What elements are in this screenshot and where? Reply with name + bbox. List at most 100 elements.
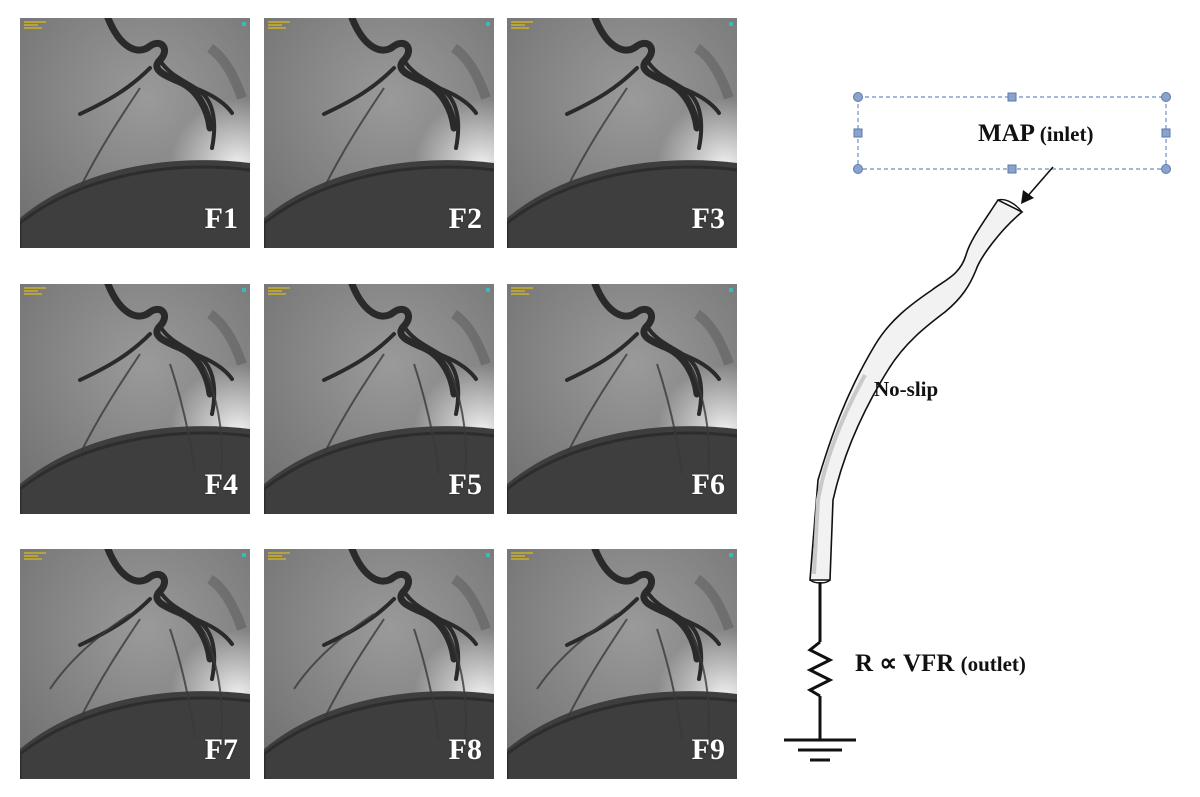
angiogram-image (20, 284, 250, 514)
overlay-text-marks (268, 552, 290, 560)
overlay-text-marks (24, 21, 46, 29)
resize-handle[interactable] (853, 164, 863, 174)
frame-label: F9 (691, 733, 725, 766)
corner-marker (486, 553, 490, 557)
vessel-branch (656, 363, 683, 475)
inlet-label: MAP (inlet) (978, 120, 1093, 148)
vessel-branch (645, 58, 704, 150)
overlay-text-marks (268, 21, 290, 29)
resize-handle[interactable] (853, 128, 863, 138)
angiogram-image (20, 549, 250, 779)
vessel-branch (158, 58, 217, 150)
angiogram-image (507, 18, 737, 248)
angiogram-panel: F8 (264, 549, 494, 779)
frame-label: F3 (691, 202, 725, 235)
vessel-branch (204, 633, 223, 750)
angiogram-image (507, 549, 737, 779)
vessel-branch (178, 346, 234, 381)
vessel-branch (422, 346, 478, 381)
vessel-branch (178, 80, 234, 115)
angiogram-image (507, 284, 737, 514)
angiogram-panel: F1 (20, 18, 250, 248)
vessel-branch (79, 353, 141, 455)
vessel-branch (413, 363, 440, 475)
angiogram-panel: F4 (20, 284, 250, 514)
outlet-label-suffix: (outlet) (960, 652, 1026, 676)
corner-marker (729, 22, 733, 26)
overlay-text-marks (511, 287, 533, 295)
vessel-branch (78, 332, 152, 382)
vessel-branch (322, 597, 396, 647)
inlet-arrow (1021, 166, 1054, 204)
vessel-branch (566, 353, 628, 455)
overlay-text-marks (511, 552, 533, 560)
vessel-branch (49, 613, 131, 690)
frame-label: F2 (448, 202, 482, 235)
vessel-branch (78, 66, 152, 116)
vessel-branch (293, 613, 375, 690)
angiogram-image (20, 18, 250, 248)
vessel-branch (422, 611, 478, 646)
vessel-branch (691, 368, 710, 485)
vessel-branch (322, 66, 396, 116)
vessel-branch (566, 87, 628, 189)
angiogram-panel: F7 (20, 549, 250, 779)
outlet-label: R ∝ VFR (outlet) (855, 648, 1026, 678)
vessel-branch (536, 613, 618, 690)
resize-handle[interactable] (1161, 92, 1171, 102)
resize-handle[interactable] (1007, 92, 1017, 102)
vessel-branch (565, 332, 639, 382)
vessel-branch (323, 618, 385, 720)
vessel-branch (323, 87, 385, 189)
ground-symbol (784, 738, 856, 762)
vessel-branch (169, 363, 196, 475)
angiogram-panel: F6 (507, 284, 737, 514)
outlet-label-main: R ∝ VFR (855, 650, 955, 677)
overlay-text-marks (268, 287, 290, 295)
vessel-branch (422, 80, 478, 115)
angiogram-image (264, 284, 494, 514)
vessel-branch (79, 87, 141, 189)
overlay-text-marks (511, 21, 533, 29)
vessel-branch (448, 633, 467, 750)
angiogram-panel: F9 (507, 549, 737, 779)
vessel-branch (665, 611, 721, 646)
angiogram-panel: F3 (507, 18, 737, 248)
vessel-branch (691, 633, 710, 750)
vessel-branch (169, 628, 196, 740)
vessel-branch (413, 628, 440, 740)
frame-label: F4 (204, 468, 238, 501)
resize-handle[interactable] (1161, 164, 1171, 174)
vessel-branch (565, 597, 639, 647)
resize-handle[interactable] (1161, 128, 1171, 138)
vessel-boundary-schematic (784, 92, 1171, 762)
vessel-branch (565, 66, 639, 116)
vessel-branch (78, 597, 152, 647)
vessel-branch (566, 618, 628, 720)
vessel-branch (204, 368, 223, 485)
vessel-branch (448, 368, 467, 485)
vessel-branch (322, 332, 396, 382)
inlet-selection-box[interactable] (853, 92, 1171, 174)
resize-handle[interactable] (853, 92, 863, 102)
frame-label: F8 (448, 733, 482, 766)
inlet-label-main: MAP (978, 120, 1034, 147)
vessel-branch (665, 80, 721, 115)
corner-marker (729, 553, 733, 557)
corner-marker (486, 288, 490, 292)
corner-marker (729, 288, 733, 292)
resize-handle[interactable] (1007, 164, 1017, 174)
vessel-branch (402, 58, 461, 150)
corner-marker (486, 22, 490, 26)
vessel-branch (178, 611, 234, 646)
vessel-branch (323, 353, 385, 455)
overlay-text-marks (24, 552, 46, 560)
vessel-branch (665, 346, 721, 381)
inlet-label-suffix: (inlet) (1039, 122, 1094, 146)
angiogram-image (264, 549, 494, 779)
angiogram-panel: F2 (264, 18, 494, 248)
frame-label: F6 (691, 468, 725, 501)
vessel-branch (656, 628, 683, 740)
corner-marker (242, 553, 246, 557)
corner-marker (242, 288, 246, 292)
